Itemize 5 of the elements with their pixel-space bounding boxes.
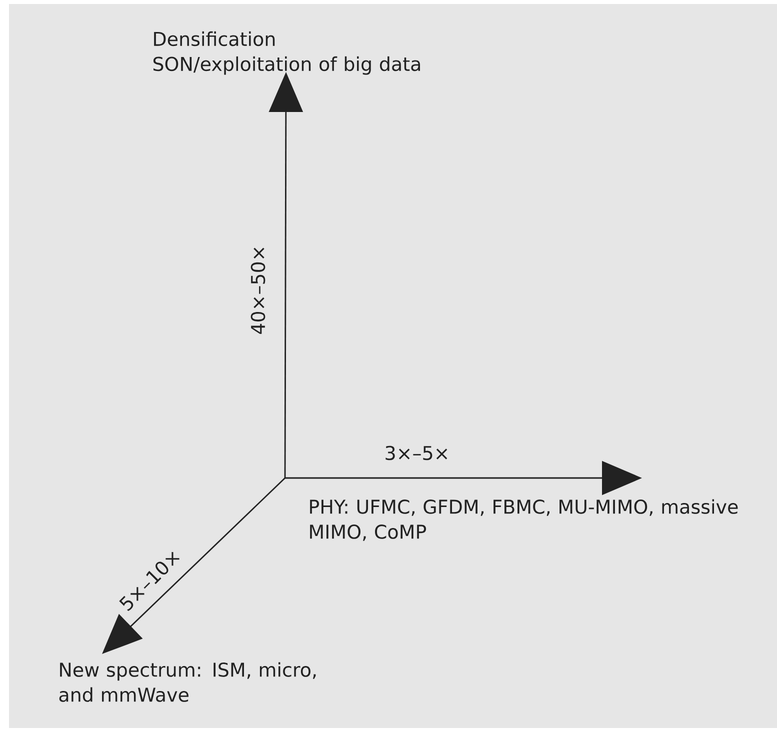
axis-label: New spectrum: ISM, micro, and mmWave: [59, 662, 316, 702]
edge-label: 3×–5×: [383, 444, 451, 462]
edge-label: 40×–50×: [250, 244, 266, 336]
axis-label: PHY: UFMC, GFDM, FBMC, MU-MIMO, massive MIMO, CoMP: [310, 499, 738, 541]
axis-label: Densification SON/exploitation of big data: [153, 31, 420, 75]
